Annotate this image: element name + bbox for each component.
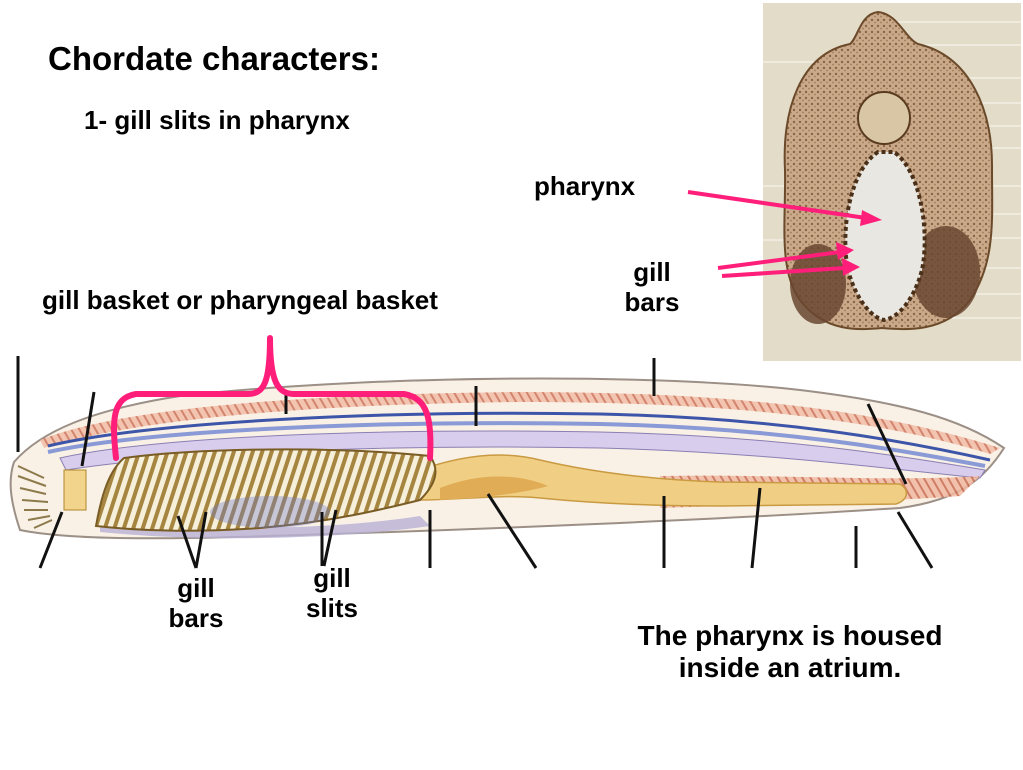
gill-bars-label-top-line1: gill (633, 257, 671, 287)
slide-subtitle: 1- gill slits in pharynx (84, 105, 350, 135)
gill-bars-label-bottom: gill bars (156, 573, 236, 634)
gill-bars-label-bottom-line2: bars (168, 602, 224, 633)
pharynx-label: pharynx (534, 171, 636, 201)
atrium-caption-line2: inside an atrium. (678, 652, 902, 684)
slide-title: Chordate characters: (48, 40, 380, 77)
lancelet-longitudinal-diagram (9, 356, 1006, 569)
gill-bars-label-bottom-line1: gill (177, 573, 215, 603)
gill-bars-label-top-line2: bars (624, 286, 680, 317)
gill-basket-label: gill basket or pharyngeal basket (42, 285, 438, 315)
gill-slits-label-line2: slits (305, 592, 359, 623)
pharyngeal-basket-bracket (111, 335, 434, 461)
gill-bars-arrows (717, 242, 860, 278)
atrium-caption-line1: The pharynx is housed (637, 620, 943, 651)
pharynx-arrow (687, 190, 882, 226)
gill-slits-label-line1: gill (313, 563, 351, 593)
cross-section-image (763, 3, 1021, 361)
atrium-caption: The pharynx is housed inside an atrium. (600, 620, 980, 684)
gill-bars-label-top: gill bars (616, 257, 688, 318)
gill-slits-label: gill slits (292, 563, 372, 624)
